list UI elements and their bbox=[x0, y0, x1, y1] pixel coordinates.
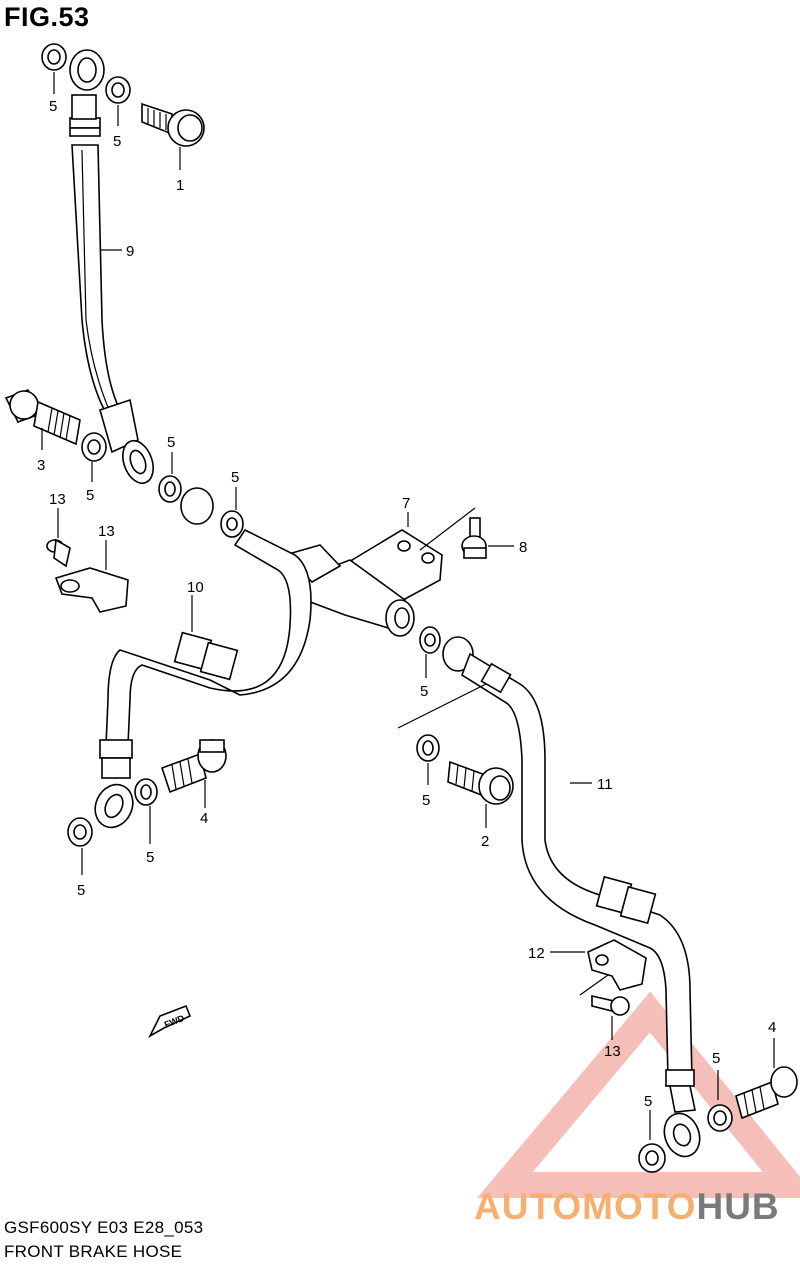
hose-clamp-12[interactable] bbox=[587, 939, 647, 991]
washer-5-lower-right-a[interactable] bbox=[638, 1143, 666, 1173]
callout-11: 13 bbox=[98, 523, 115, 540]
fwd-direction-arrow: FWD bbox=[148, 1004, 192, 1039]
callout-5-f: 5 bbox=[146, 849, 154, 866]
watermark-text: AUTOMOTOHUB bbox=[474, 1186, 780, 1228]
mounting-bolt-7[interactable] bbox=[461, 517, 487, 559]
watermark-text-part1: AUTOMOTO bbox=[474, 1186, 697, 1227]
banjo-bolt-2[interactable] bbox=[447, 760, 514, 805]
callout-5-b: 5 bbox=[113, 133, 121, 150]
callout-5-e: 5 bbox=[231, 469, 239, 486]
washer-5-lower-left-b[interactable] bbox=[67, 817, 93, 847]
banjo-bolt-3[interactable] bbox=[4, 389, 81, 446]
callout-5-a: 5 bbox=[49, 98, 57, 115]
callout-5-g: 5 bbox=[77, 882, 85, 899]
callout-5-i: 5 bbox=[422, 792, 430, 809]
three-way-joint-6[interactable] bbox=[283, 529, 443, 637]
banjo-bolt-4-right[interactable] bbox=[735, 1066, 798, 1120]
brake-hose-8[interactable] bbox=[69, 49, 159, 487]
clamp-bolt-13-right[interactable] bbox=[591, 994, 630, 1016]
washer-5-top-right[interactable] bbox=[105, 76, 131, 104]
washer-5-lower-left-a[interactable] bbox=[134, 778, 158, 806]
callout-9: 10 bbox=[187, 579, 204, 596]
callout-5-d: 5 bbox=[167, 434, 175, 451]
callout-13-b: 13 bbox=[604, 1043, 621, 1060]
callout-5-k: 5 bbox=[712, 1050, 720, 1067]
washer-5-right-middle[interactable] bbox=[416, 734, 440, 762]
callout-2: 2 bbox=[481, 833, 489, 850]
figure-caption: FRONT BRAKE HOSE bbox=[4, 1242, 183, 1261]
washer-5-mid-2[interactable] bbox=[158, 475, 182, 503]
callout-7: 8 bbox=[519, 539, 527, 556]
callout-4-a: 4 bbox=[200, 810, 208, 827]
callout-4-b: 4 bbox=[768, 1019, 776, 1036]
washer-5-mid-left[interactable] bbox=[81, 432, 107, 462]
callout-5-j: 5 bbox=[644, 1093, 652, 1110]
washer-5-top-left[interactable] bbox=[41, 43, 67, 71]
model-code: GSF600SY E03 E28_053 bbox=[4, 1218, 204, 1237]
callout-13-a: 13 bbox=[49, 491, 66, 508]
brake-hose-10[interactable] bbox=[442, 636, 705, 1161]
brake-hose-9[interactable] bbox=[88, 528, 312, 834]
washer-5-joint-right[interactable] bbox=[419, 626, 441, 654]
callout-5-h: 5 bbox=[420, 683, 428, 700]
watermark-text-part2: HUB bbox=[696, 1186, 780, 1227]
figure-title: FIG.53 bbox=[4, 2, 90, 32]
callout-8: 9 bbox=[126, 243, 134, 260]
clamp-bolt-13-left[interactable] bbox=[46, 538, 71, 568]
hose-fitting-left-joint[interactable] bbox=[180, 487, 244, 538]
callout-1: 1 bbox=[176, 177, 184, 194]
callout-6: 7 bbox=[402, 495, 410, 512]
callout-10: 11 bbox=[597, 776, 613, 793]
callout-12: 12 bbox=[528, 945, 545, 962]
callout-3: 3 bbox=[37, 457, 45, 474]
hose-clamp-11[interactable] bbox=[54, 567, 129, 613]
banjo-bolt-1[interactable] bbox=[141, 102, 205, 147]
washer-5-lower-right-b[interactable] bbox=[707, 1104, 733, 1132]
banjo-bolt-4-left[interactable] bbox=[160, 739, 227, 794]
callout-5-c: 5 bbox=[86, 487, 94, 504]
